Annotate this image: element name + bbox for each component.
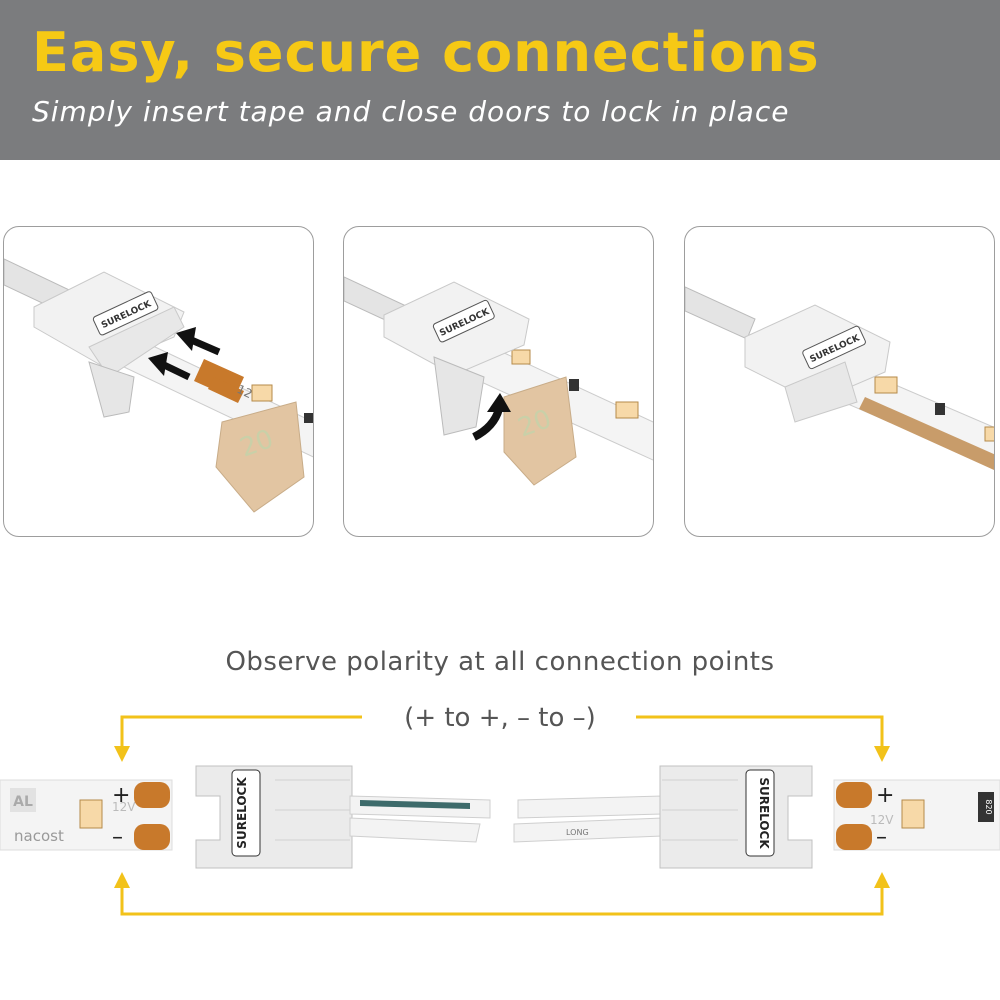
tape-logo: AL xyxy=(13,794,33,810)
polarity-diagram: AL nacost 12V + – SURELOCK LONG SURELOCK xyxy=(0,715,1000,916)
right-wires: LONG xyxy=(513,795,663,843)
plus-sign: + xyxy=(112,783,130,808)
tape-label-12: 12 xyxy=(235,382,255,401)
polarity-note: Observe polarity at all connection point… xyxy=(225,647,775,677)
tape-brand-text: nacost xyxy=(14,827,64,845)
right-led-tape: + – 12V 820 xyxy=(833,779,1000,851)
yellow-arrow-icon xyxy=(874,872,890,888)
tape-voltage: 12V xyxy=(870,813,894,827)
page-title: Easy, secure connections xyxy=(32,21,820,84)
polarity-top-line xyxy=(120,715,884,748)
left-led-tape: AL nacost 12V + – xyxy=(0,779,173,851)
polarity-rule: (+ to +, – to –) xyxy=(404,703,596,733)
plus-sign: + xyxy=(876,783,894,808)
tape-voltage: 12V xyxy=(112,800,136,814)
step-3-illustration: SURELOCK xyxy=(685,286,994,471)
resistor-code: 820 xyxy=(984,799,993,814)
step-1-illustration: 12 20 SURELOCK xyxy=(4,258,313,513)
yellow-arrow-icon xyxy=(114,872,130,888)
minus-sign: – xyxy=(112,825,123,850)
minus-sign: – xyxy=(876,825,887,850)
black-arrow-icon xyxy=(148,352,191,381)
left-connector: SURELOCK xyxy=(195,765,353,869)
connector-brand-label: SURELOCK xyxy=(757,777,771,849)
step-2-illustration: 12 20 SURELOCK xyxy=(344,276,653,486)
step-1-panel: 12 20 SURELOCK xyxy=(3,226,314,537)
yellow-arrow-icon xyxy=(114,746,130,762)
connector-brand-label: SURELOCK xyxy=(235,777,249,849)
curved-arrow-icon xyxy=(472,393,511,441)
header-banner: Easy, secure connections Simply insert t… xyxy=(0,0,1000,160)
right-connector: SURELOCK xyxy=(659,765,813,869)
step-3-panel: SURELOCK xyxy=(684,226,995,537)
yellow-arrow-icon xyxy=(874,746,890,762)
polarity-bottom-line xyxy=(120,886,884,916)
left-wires xyxy=(349,795,491,843)
black-arrow-icon xyxy=(176,327,221,356)
page-subtitle: Simply insert tape and close doors to lo… xyxy=(32,95,790,128)
step-2-panel: 12 20 SURELOCK xyxy=(343,226,654,537)
wire-print-text: LONG xyxy=(566,828,589,837)
